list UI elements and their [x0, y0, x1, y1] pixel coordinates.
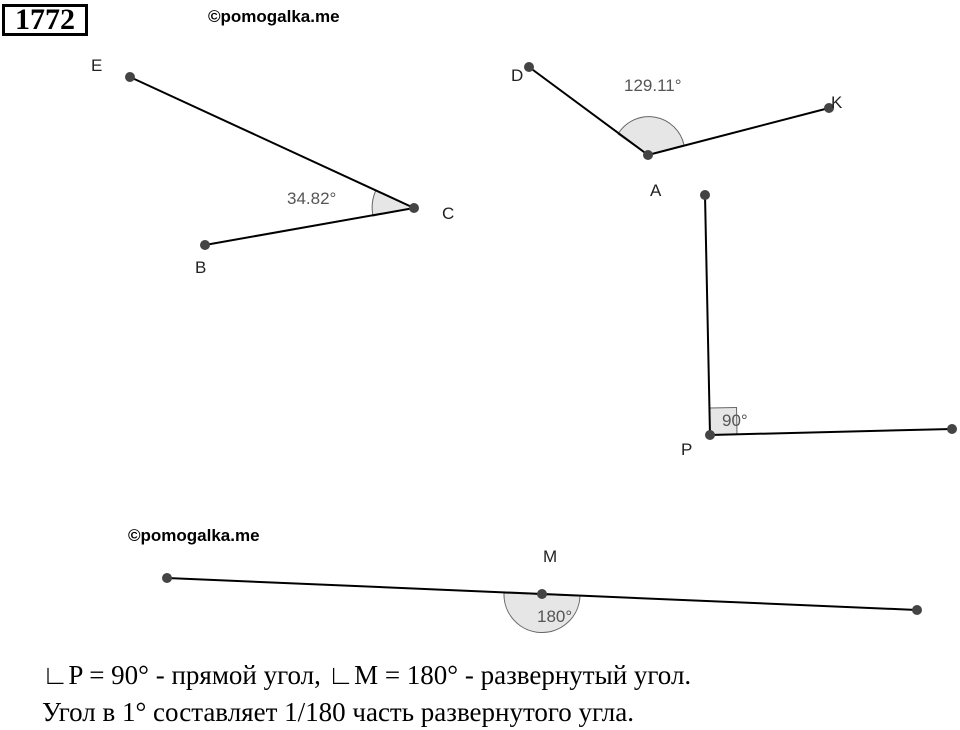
caption-line-2: Угол в 1° составляет 1/180 часть разверн… [42, 697, 634, 727]
point-label-m: M [543, 547, 557, 566]
angle-label-c: 34.82° [287, 189, 336, 208]
point-m-left [162, 573, 172, 583]
point-label-d: D [511, 66, 523, 85]
segment-ce [129, 76, 415, 209]
point-label-c: C [442, 204, 454, 223]
angle-label-a: 129.11° [624, 76, 682, 95]
angle-dak: 129.11° D A K [511, 62, 843, 200]
point-m [537, 589, 547, 599]
point-p-top [700, 190, 710, 200]
point-d [524, 62, 534, 72]
point-label-e: E [91, 56, 102, 75]
point-label-b: B [195, 258, 206, 277]
point-label-p: P [681, 440, 692, 459]
angle-m: 180° M [162, 547, 922, 633]
segment-ad [528, 66, 649, 156]
point-a [643, 150, 653, 160]
watermark-top: ©pomogalka.me [208, 7, 340, 26]
angle-ecb: 34.82° E C B [91, 56, 454, 277]
segment-p-right [709, 428, 953, 436]
caption-line-1: ∟P = 90° - прямой угол, ∟M = 180° - разв… [42, 660, 692, 690]
segment-cb [204, 207, 415, 246]
point-e [125, 72, 135, 82]
point-m-right [912, 605, 922, 615]
point-label-k: K [831, 93, 843, 112]
point-p-right [947, 424, 957, 434]
segment-p-up [704, 194, 711, 436]
point-c [409, 203, 419, 213]
segment-ak [647, 107, 830, 156]
angle-p: 90° P [681, 190, 957, 459]
point-b [200, 240, 210, 250]
angle-label-p: 90° [722, 411, 748, 430]
point-k [824, 103, 834, 113]
watermark-middle: ©pomogalka.me [128, 526, 260, 545]
problem-number: 1772 [2, 4, 88, 36]
angle-arc-m [503, 592, 581, 633]
point-p [705, 430, 715, 440]
angle-label-m: 180° [537, 607, 572, 626]
point-label-a: A [650, 181, 662, 200]
